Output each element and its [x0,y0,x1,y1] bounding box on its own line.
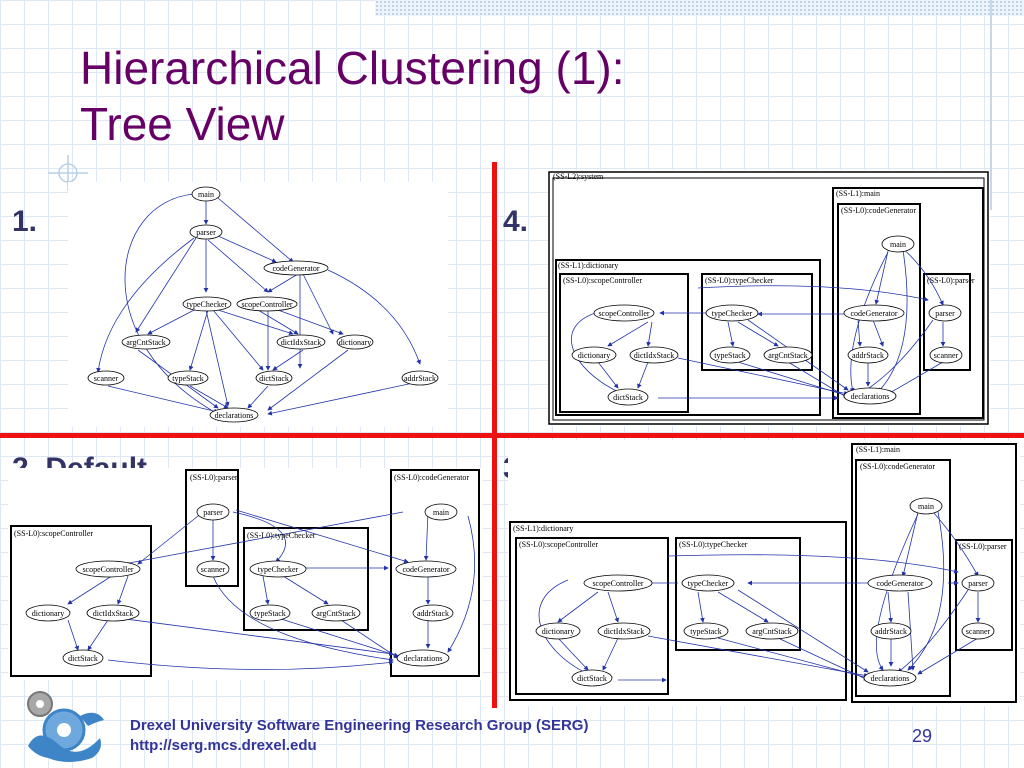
p3-node-dictidxstack: dictIdxStack [604,627,644,636]
p1-node-dictidxstack: dictIdxStack [281,338,321,347]
p2-cluster-l0-parser: (SS-L0):parser [190,473,238,482]
p4-cluster-l0-typechecker: (SS-L0):typeChecker [705,276,774,285]
p3-cluster-l0-codegenerator: (SS-L0):codeGenerator [860,462,935,471]
p3-node-parser: parser [968,579,988,588]
p2-node-dictstack: dictStack [68,654,98,663]
p2-node-scopecontroller: scopeController [82,565,133,574]
p1-node-argcntstack: argCntStack [126,338,165,347]
page-number: 29 [912,726,933,746]
p4-cluster-l1-main: (SS-L1):main [836,189,880,198]
p2-node-codegenerator: codeGenerator [402,565,449,574]
p4-node-scopecontroller: scopeController [598,309,649,318]
panel-label-1: 1. [12,205,38,238]
footer-org: Drexel University Software Engineering R… [130,717,589,734]
p3-node-declarations: declarations [871,674,910,683]
p4-node-argcntstack: argCntStack [768,351,807,360]
p3-node-typestack: typeStack [690,627,722,636]
horizontal-divider [0,433,1024,438]
p4-node-scanner: scanner [934,351,959,360]
p2-cluster-l0-codegenerator: (SS-L0):codeGenerator [394,473,469,482]
serg-logo-icon [27,691,104,762]
p4-node-dictionary: dictionary [578,351,610,360]
p4-node-addrstack: addrStack [852,351,884,360]
p1-node-declarations: declarations [215,411,254,420]
p1-node-scanner: scanner [94,374,119,383]
p4-node-main: main [890,240,906,249]
diagram-4-hierarchy: (SS-L2):system (SS-L1):main (SS-L0):code… [548,170,990,426]
p4-cluster-l0-codegenerator: (SS-L0):codeGenerator [841,206,916,215]
p2-node-typestack: typeStack [254,609,286,618]
p3-node-dictstack: dictStack [577,674,607,683]
p4-cluster-l0-scopecontroller: (SS-L0):scopeController [563,276,642,285]
diagram-1-graph: main parser codeGenerator typeChecker sc… [68,182,448,427]
right-decor-rule [990,0,992,210]
title-line-1: Hierarchical Clustering (1): [80,42,625,94]
p3-node-dictionary: dictionary [542,627,574,636]
p3-node-addrstack: addrStack [875,627,907,636]
top-decor-band [375,0,1024,16]
p2-node-parser: parser [203,508,223,517]
p1-node-main: main [198,190,214,199]
p1-node-typestack: typeStack [172,374,204,383]
footer-url[interactable]: http://serg.mcs.drexel.edu [130,737,317,754]
p2-node-addrstack: addrStack [417,609,449,618]
p4-node-typechecker: typeChecker [712,309,753,318]
p2-node-argcntstack: argCntStack [316,609,355,618]
p2-node-typechecker: typeChecker [258,565,299,574]
p4-cluster-system: (SS-L2):system [553,172,604,181]
p1-node-codegenerator: codeGenerator [272,264,319,273]
p3-cluster-l0-scopecontroller: (SS-L0):scopeController [519,540,598,549]
p4-cluster-l0-parser: (SS-L0):parser [927,276,975,285]
p3-cluster-l1-main: (SS-L1):main [856,445,900,454]
p2-cluster-l0-typechecker: (SS-L0):typeChecker [247,531,316,540]
p4-node-codegenerator: codeGenerator [850,309,897,318]
p3-cluster-l1-dictionary: (SS-L1):dictionary [513,524,573,533]
diagram-3-hierarchy: (SS-L1):main (SS-L0):codeGenerator (SS-L… [508,440,1020,706]
p2-node-main: main [433,508,449,517]
p2-node-declarations: declarations [404,654,443,663]
p3-node-scanner: scanner [966,627,991,636]
p1-node-typechecker: typeChecker [187,300,228,309]
p2-node-dictidxstack: dictIdxStack [93,609,133,618]
title-line-2: Tree View [80,98,285,150]
p1-node-addrstack: addrStack [404,374,436,383]
p3-node-typechecker: typeChecker [688,579,729,588]
footer: Drexel University Software Engineering R… [130,716,588,756]
slide-title: Hierarchical Clustering (1): Tree View [80,40,625,152]
p4-node-parser: parser [935,309,955,318]
p3-node-codegenerator: codeGenerator [876,579,923,588]
p1-node-parser: parser [196,228,216,237]
p4-node-dictstack: dictStack [613,393,643,402]
p4-node-declarations: declarations [851,392,890,401]
p3-node-argcntstack: argCntStack [752,627,791,636]
p1-node-dictionary: dictionary [339,338,371,347]
p4-node-typestack: typeStack [714,351,746,360]
diagram-2-default: (SS-L0):parser (SS-L0):codeGenerator (SS… [8,468,483,680]
p3-cluster-l0-parser: (SS-L0):parser [959,542,1007,551]
p3-node-scopecontroller: scopeController [592,579,643,588]
p3-node-main: main [918,502,934,511]
p4-cluster-l1-dictionary: (SS-L1):dictionary [558,261,618,270]
p1-node-dictstack: dictStack [259,374,289,383]
p1-node-scopecontroller: scopeController [241,300,292,309]
p3-cluster-l0-typechecker: (SS-L0):typeChecker [679,540,748,549]
p2-node-dictionary: dictionary [32,609,64,618]
p2-node-scanner: scanner [201,565,226,574]
p4-node-dictidxstack: dictIdxStack [634,351,674,360]
panel-label-4: 4. [503,205,529,238]
p2-cluster-l0-scopecontroller: (SS-L0):scopeController [14,529,93,538]
